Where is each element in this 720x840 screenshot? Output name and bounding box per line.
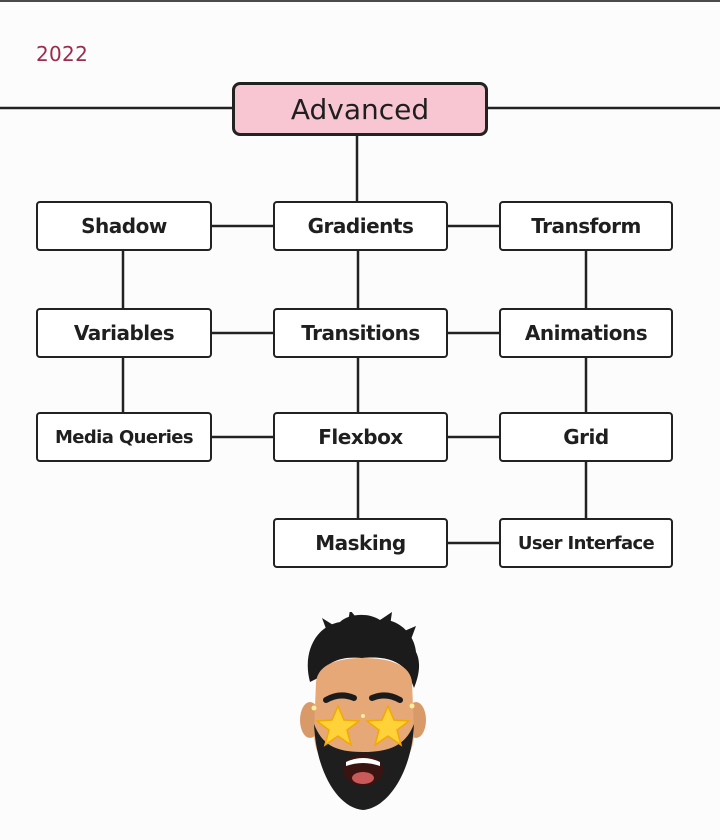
node-grid: Grid xyxy=(499,412,673,462)
node-transitions: Transitions xyxy=(273,308,448,358)
top-divider xyxy=(0,0,720,2)
node-masking: Masking xyxy=(273,518,448,568)
node-transform: Transform xyxy=(499,201,673,251)
year-label: 2022 xyxy=(36,42,89,66)
node-media-queries: Media Queries xyxy=(36,412,212,462)
node-flexbox: Flexbox xyxy=(273,412,448,462)
node-user-interface: User Interface xyxy=(499,518,673,568)
node-advanced: Advanced xyxy=(232,82,488,136)
node-shadow: Shadow xyxy=(36,201,212,251)
node-variables: Variables xyxy=(36,308,212,358)
memoji-star-eyes-icon xyxy=(300,612,426,810)
node-gradients: Gradients xyxy=(273,201,448,251)
node-animations: Animations xyxy=(499,308,673,358)
